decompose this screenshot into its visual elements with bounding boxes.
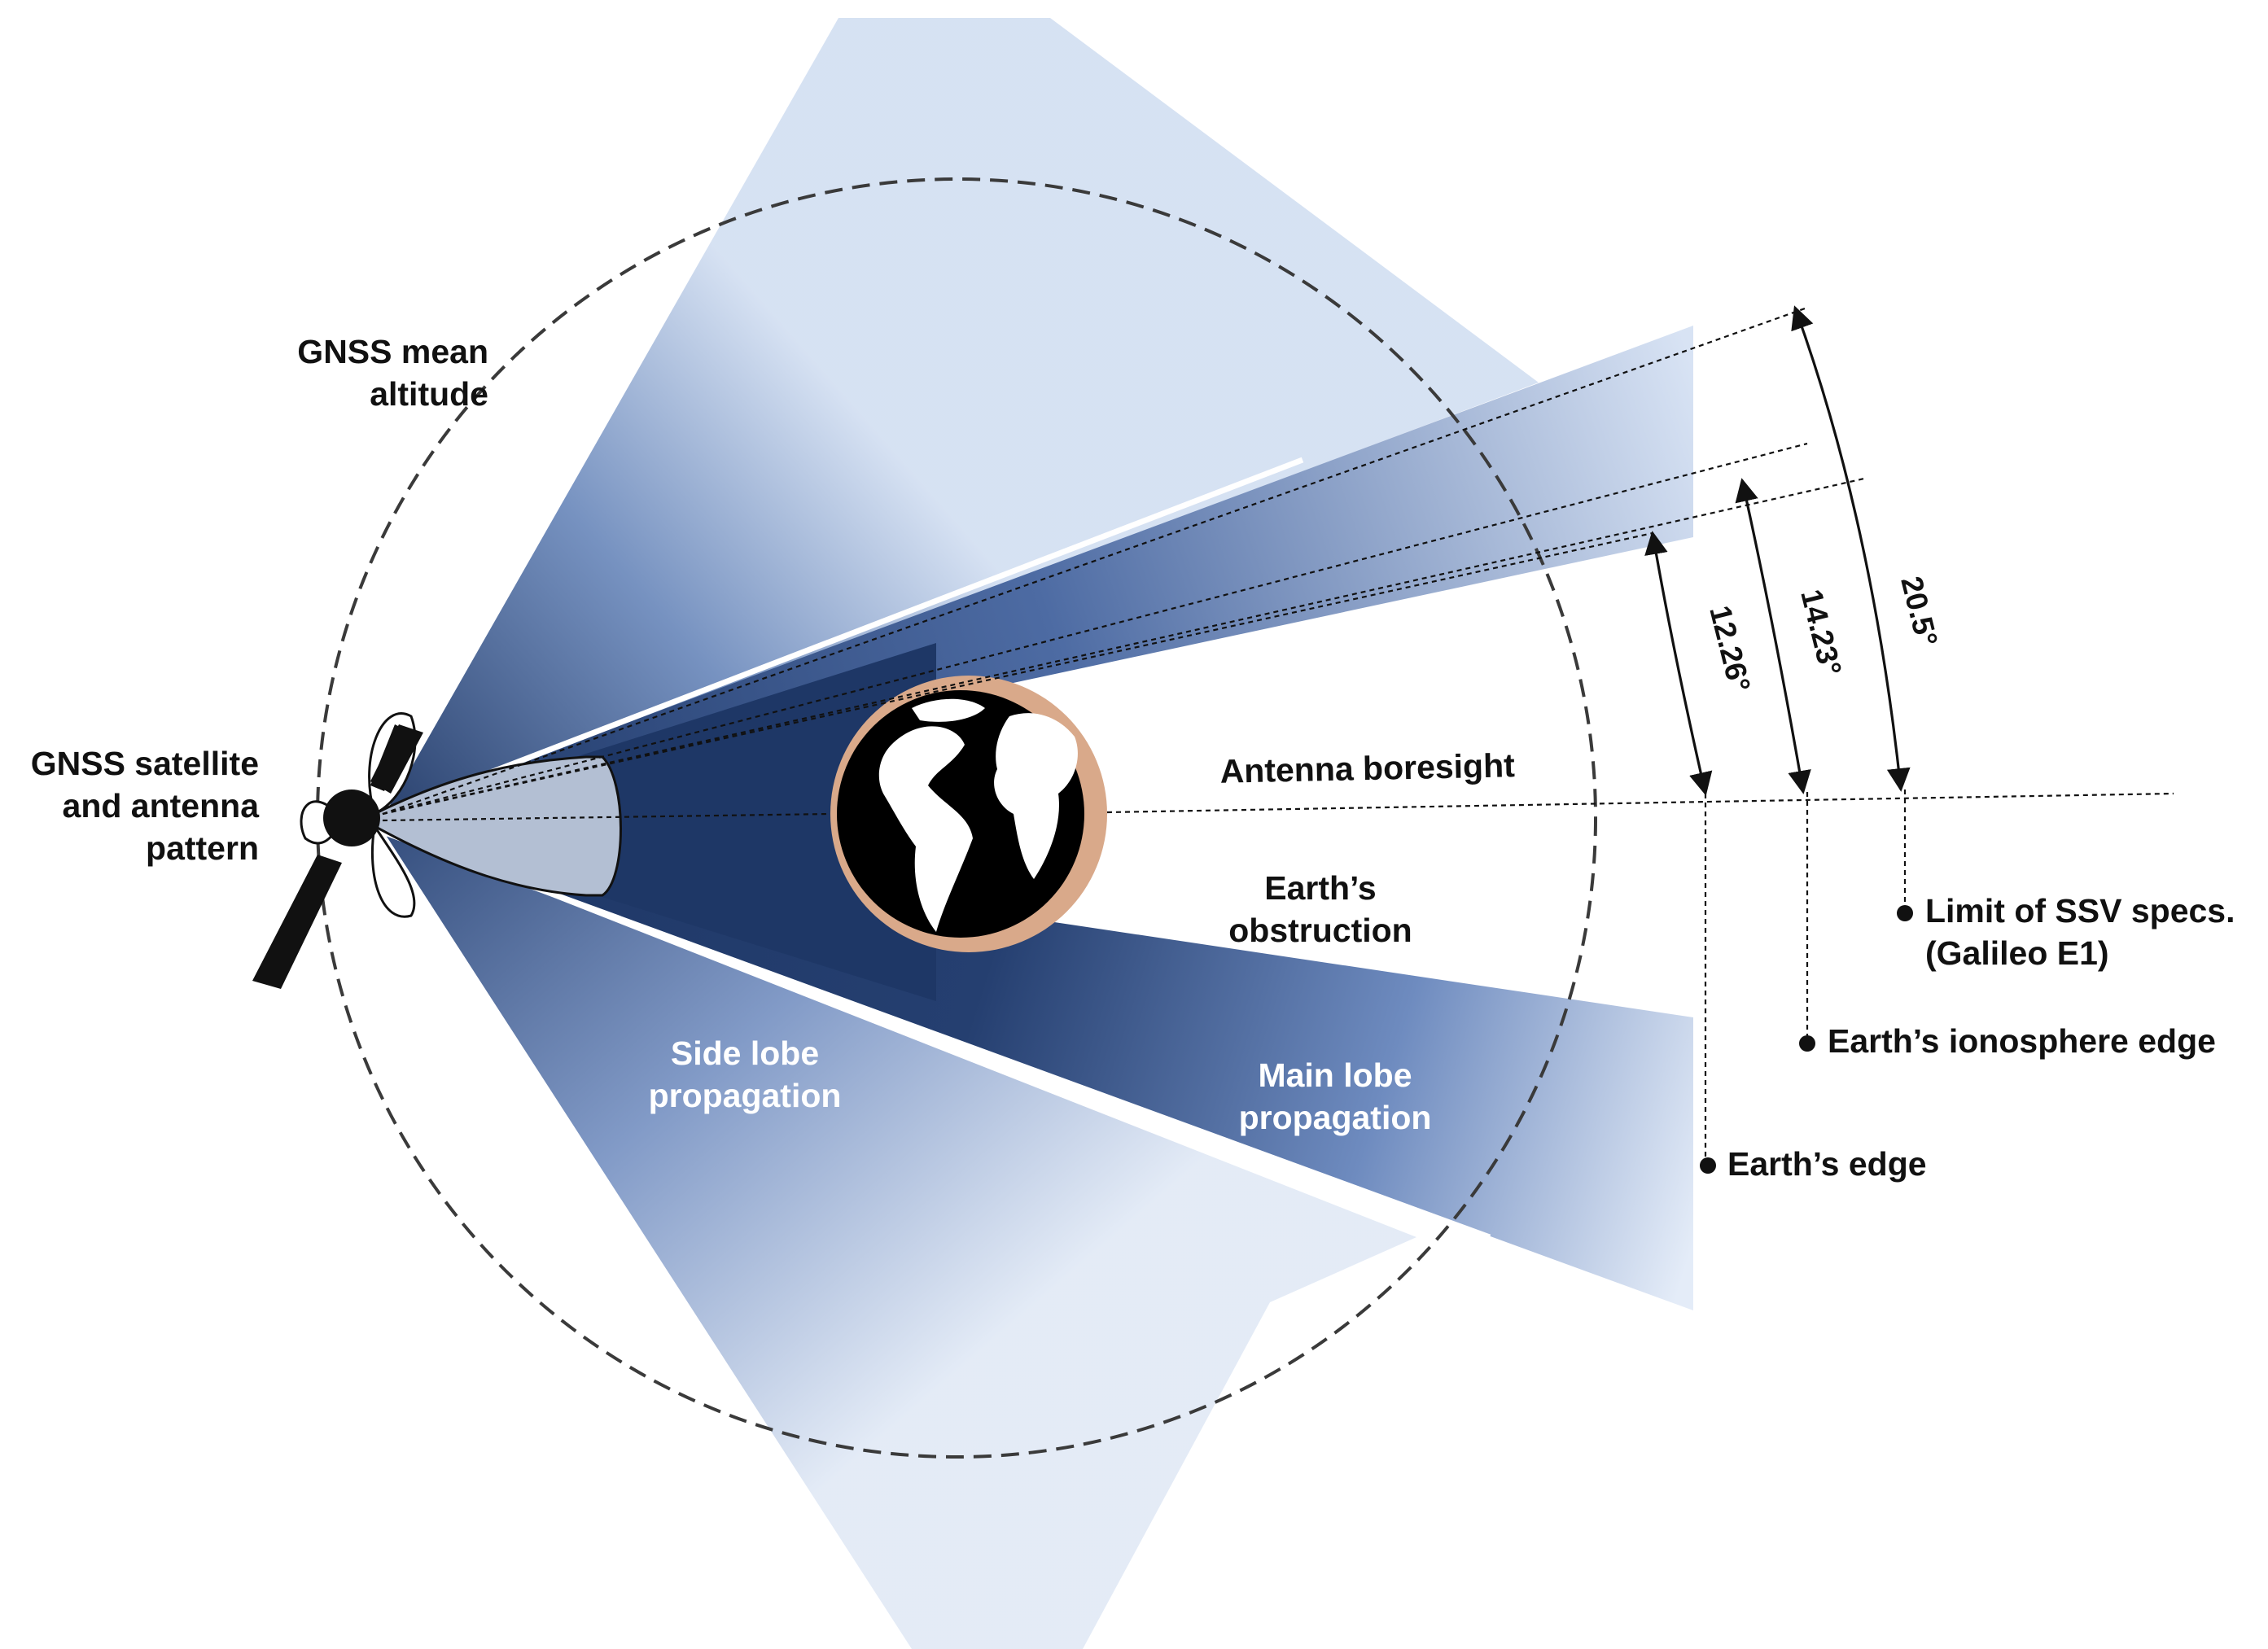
label-obstruction-1: Earth’s (1264, 869, 1376, 907)
antenna-boresight-line (382, 812, 831, 822)
earth-continent-americas (878, 726, 973, 932)
earth (830, 676, 1107, 952)
label-earth-edge: Earth’s edge (1727, 1145, 1927, 1183)
main-lobe-beam-lower (383, 822, 1693, 1310)
label-satellite-2: and antenna (63, 787, 261, 824)
beam-core (383, 643, 936, 1001)
side-lobe-beam-upper (383, 18, 1539, 818)
ray-ssv-limit (382, 306, 1808, 816)
ray-ionosphere-upper (382, 442, 1808, 816)
ray-earth-edge (382, 531, 1653, 816)
beam-separator-lower (381, 829, 1491, 1240)
label-satellite-1: GNSS satellite (31, 745, 259, 782)
gnss-satellite (252, 724, 423, 989)
label-main-lobe-2: propagation (1239, 1099, 1432, 1136)
satellite-body (323, 790, 380, 846)
marker-ssv-limit (1897, 905, 1913, 921)
ray-ionosphere-edge (382, 477, 1865, 816)
arc-ionosphere-edge (1735, 478, 1811, 794)
solar-panel-lower (252, 855, 342, 989)
label-ssv-limit-1: Limit of SSV specs. (1925, 892, 2235, 929)
label-boresight: Antenna boresight (1219, 746, 1515, 790)
angle-label-ssv-limit: 20.5° (1894, 573, 1944, 650)
antenna-main-lobe (373, 755, 622, 897)
solar-panel-top (370, 724, 423, 794)
marker-ionosphere-edge (1799, 1035, 1815, 1052)
beam-separator-upper (381, 457, 1304, 817)
label-satellite-3: pattern (146, 829, 259, 867)
label-obstruction-2: obstruction (1228, 912, 1412, 949)
angle-label-earth-edge: 12.26° (1703, 602, 1757, 695)
marker-earth-edge (1700, 1157, 1716, 1174)
earth-continent-africa-europe (994, 713, 1078, 879)
antenna-boresight-line-ext (1106, 792, 2174, 814)
arc-ssv-limit (1791, 305, 1911, 792)
label-main-lobe-1: Main lobe (1258, 1056, 1412, 1094)
label-side-lobe-2: propagation (649, 1077, 842, 1114)
label-side-lobe-1: Side lobe (671, 1034, 819, 1072)
label-ionosphere-edge: Earth’s ionosphere edge (1828, 1022, 2216, 1060)
label-ssv-limit-2: (Galileo E1) (1925, 934, 2109, 972)
antenna-side-lobe-lower (370, 822, 416, 918)
side-lobe-beam-lower (383, 830, 1416, 1649)
main-lobe-beam-upper (383, 326, 1693, 818)
angle-label-ionosphere-edge: 14.23° (1794, 586, 1848, 679)
earth-continent-north (912, 698, 985, 722)
arc-earth-edge (1644, 531, 1713, 796)
label-gnss-altitude-1: GNSS mean (297, 333, 488, 370)
label-gnss-altitude-2: altitude (370, 375, 488, 413)
